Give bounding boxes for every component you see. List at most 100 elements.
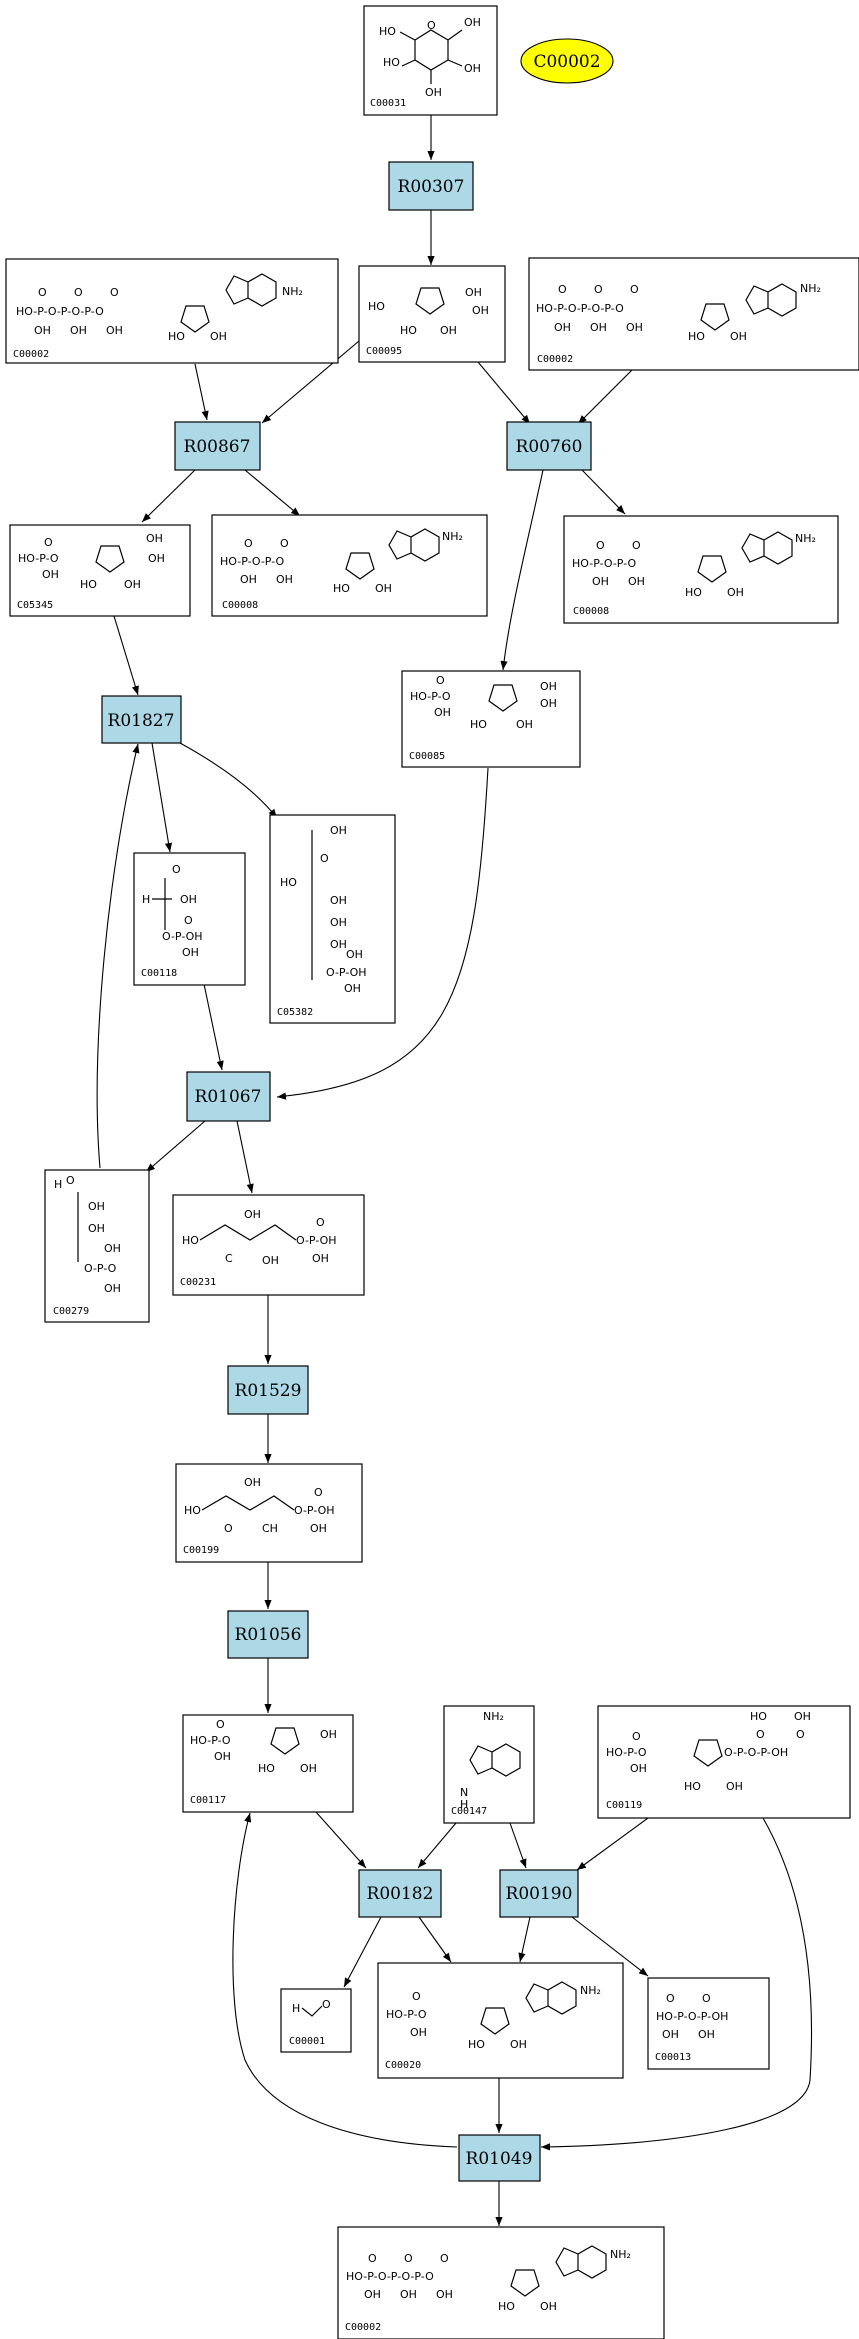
edge-r01827-c00118 [151,742,173,853]
svg-text:OH: OH [34,324,51,337]
edge-c00095-r00867 [261,329,373,424]
svg-text:HO: HO [468,2038,485,2051]
reaction-node[interactable]: R00190 [499,1869,579,1918]
compound-node[interactable]: HO OHO CH O-P-OHO OH C00199 [175,1463,363,1563]
svg-text:OH: OH [244,1208,261,1221]
compound-label: C00013 [655,2052,691,2063]
svg-text:OH: OH [698,2028,715,2041]
svg-text:O: O [436,674,445,687]
reaction-label: R00307 [398,177,465,197]
svg-text:O: O [320,852,329,865]
svg-text:OH: OH [104,1242,121,1255]
svg-text:OH: OH [312,1252,329,1265]
svg-text:OH: OH [180,893,197,906]
edge-r00760-c00085 [500,469,544,671]
svg-text:OH: OH [70,324,87,337]
svg-text:CH: CH [262,1522,278,1535]
svg-text:HO-P-O: HO-P-O [606,1746,647,1759]
svg-text:N: N [460,1786,468,1799]
svg-text:OH: OH [434,706,451,719]
reaction-node[interactable]: R01827 [101,695,182,744]
svg-text:HO: HO [750,1710,767,1723]
edge-r00182-c00001 [343,1916,382,1988]
svg-text:OH: OH [400,2288,417,2301]
svg-text:H: H [292,2002,300,2015]
svg-text:O: O [368,2252,377,2265]
svg-text:O: O [44,536,53,549]
svg-text:H: H [142,893,150,906]
reaction-node[interactable]: R00760 [506,421,592,471]
compound-label: C00002 [13,349,49,360]
reaction-node[interactable]: R01067 [186,1071,271,1122]
edge-c00085-r01067 [276,767,489,1100]
svg-text:OH: OH [330,894,347,907]
compound-label: C00279 [53,1306,89,1317]
reaction-node[interactable]: R01049 [458,2134,541,2182]
svg-text:OH: OH [262,1254,279,1267]
svg-text:O-P-OH: O-P-OH [294,1504,335,1517]
svg-text:OH: OH [210,330,227,343]
compound-structure: NH₂ NH [460,1710,521,1811]
svg-text:OH: OH [148,552,165,565]
svg-text:O: O [632,1730,641,1743]
svg-text:H: H [460,1798,468,1811]
reaction-node[interactable]: R01056 [227,1610,309,1659]
svg-text:OH: OH [516,718,533,731]
svg-text:O: O [632,539,641,552]
reaction-node[interactable]: R00867 [174,421,261,471]
edge-c00002a-r00867 [194,363,209,421]
svg-text:O: O [184,914,193,927]
svg-text:C: C [225,1252,233,1265]
svg-text:OH: OH [540,2300,557,2313]
compound-node[interactable]: HO OHC OH O-P-OHO OH C00231 [172,1194,365,1296]
reaction-node[interactable]: R01529 [227,1365,309,1415]
svg-text:OH: OH [124,578,141,591]
edge-c05345-r01827 [113,615,139,696]
edge-r00190-c00013 [571,1916,649,1977]
svg-text:O: O [594,283,603,296]
compound-label: C00117 [190,1795,226,1806]
svg-text:HO: HO [333,582,350,595]
compound-node[interactable]: NH₂ NH C00147 [443,1705,535,1824]
edge-c00119-r01049 [540,1817,813,2151]
reaction-node[interactable]: R00307 [388,161,474,211]
svg-text:O: O [702,1992,711,2005]
svg-text:OH: OH [214,1750,231,1763]
svg-text:OH: OH [472,304,489,317]
edge-c00147-r00190 [509,1822,527,1869]
svg-text:OH: OH [104,1282,121,1295]
compound-node[interactable]: H O C00001 [280,1988,352,2053]
svg-text:O-P-O: O-P-O [84,1262,117,1275]
svg-text:OH: OH [344,982,361,995]
highlight-compound[interactable]: C00002 [520,38,614,84]
reaction-node[interactable]: R00182 [358,1869,442,1918]
svg-text:O: O [666,1992,675,2005]
compound-label: C00001 [289,2036,325,2047]
svg-text:O: O [796,1728,805,1741]
compound-label: C00031 [370,98,406,109]
svg-text:NH₂: NH₂ [282,285,303,298]
